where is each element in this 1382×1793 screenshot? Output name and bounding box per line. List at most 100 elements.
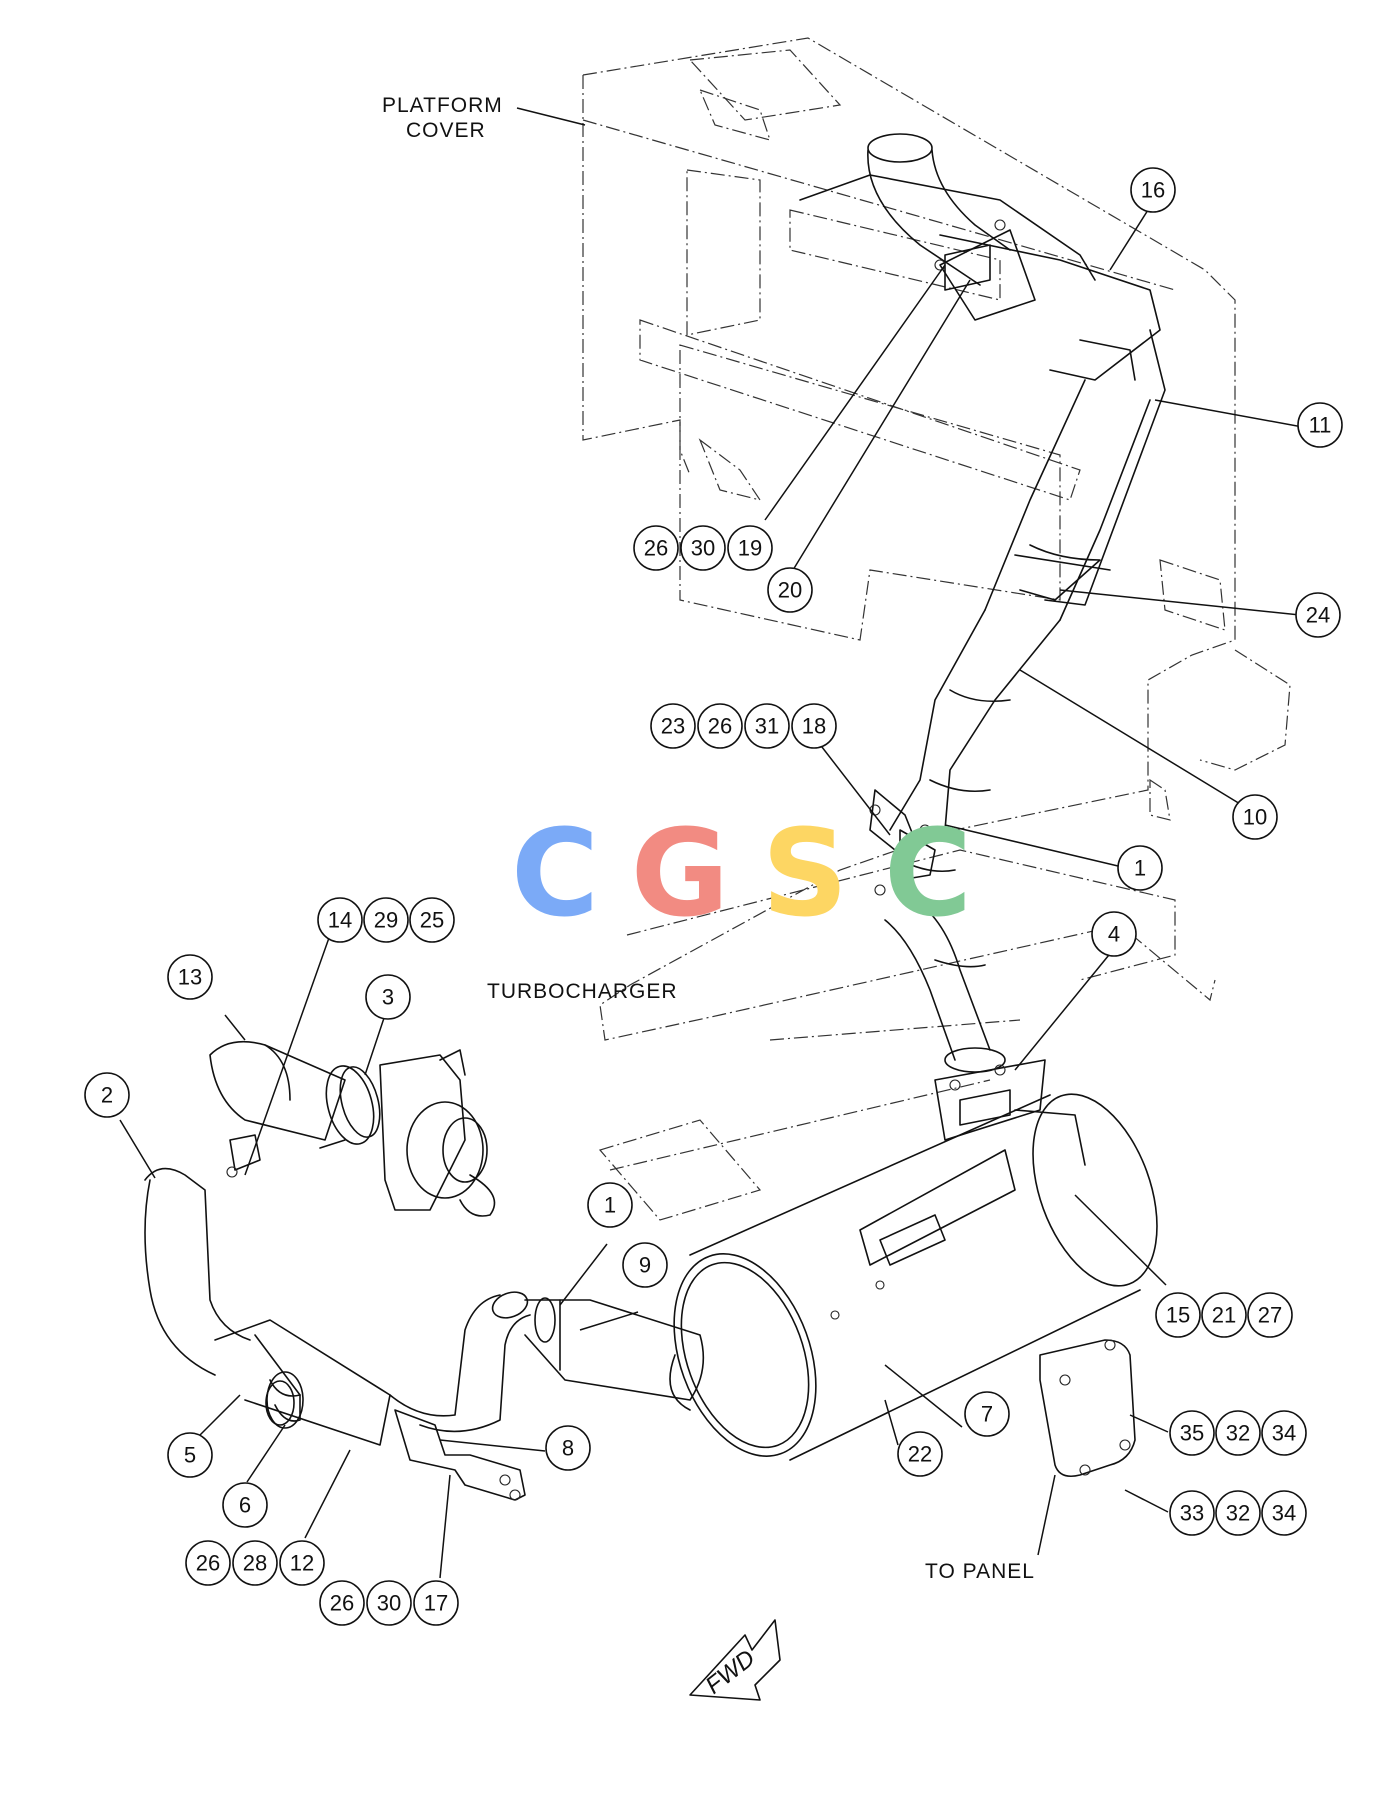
- fwd-label: FWD: [701, 1645, 761, 1700]
- callout-9: 9: [622, 1242, 668, 1288]
- svg-text:25: 25: [420, 908, 444, 933]
- callout-26-d: 26: [319, 1580, 365, 1626]
- to-panel-label: TO PANEL: [925, 1560, 1035, 1583]
- svg-text:24: 24: [1306, 603, 1330, 628]
- callout-11: 11: [1297, 402, 1343, 448]
- callout-33: 33: [1169, 1490, 1215, 1536]
- cgsc-watermark: C G S C: [511, 805, 972, 944]
- svg-text:6: 6: [239, 1493, 251, 1518]
- callout-23: 23: [650, 703, 696, 749]
- svg-text:19: 19: [738, 536, 762, 561]
- callout-26-c: 26: [185, 1540, 231, 1586]
- callout-8: 8: [545, 1425, 591, 1471]
- svg-text:11: 11: [1309, 413, 1332, 438]
- callout-6: 6: [222, 1482, 268, 1528]
- svg-text:26: 26: [708, 714, 732, 739]
- callouts: 16 11 26 30 19 20 24 23 26 31 18 10 1 4 …: [84, 167, 1343, 1626]
- leader-lines: [119, 107, 1309, 1579]
- callout-30-a: 30: [680, 525, 726, 571]
- svg-text:30: 30: [377, 1591, 401, 1616]
- callout-5: 5: [167, 1432, 213, 1478]
- svg-text:26: 26: [196, 1551, 220, 1576]
- svg-text:27: 27: [1258, 1303, 1282, 1328]
- callout-26-a: 26: [633, 525, 679, 571]
- svg-text:31: 31: [755, 714, 779, 739]
- svg-text:12: 12: [290, 1551, 314, 1576]
- callout-25: 25: [409, 897, 455, 943]
- callout-4: 4: [1091, 911, 1137, 957]
- watermark-letter-c1: C: [511, 805, 599, 944]
- turbocharger-label: TURBOCHARGER: [487, 980, 678, 1003]
- access-panel: [1039, 1339, 1136, 1478]
- svg-text:26: 26: [644, 536, 668, 561]
- callout-30-b: 30: [366, 1580, 412, 1626]
- svg-text:10: 10: [1243, 805, 1267, 830]
- svg-text:3: 3: [382, 985, 394, 1010]
- svg-text:30: 30: [691, 536, 715, 561]
- callout-7: 7: [964, 1391, 1010, 1437]
- svg-text:16: 16: [1141, 178, 1165, 203]
- callout-32-a: 32: [1215, 1410, 1261, 1456]
- svg-text:34: 34: [1272, 1421, 1296, 1446]
- svg-text:34: 34: [1272, 1501, 1296, 1526]
- callout-12: 12: [279, 1540, 325, 1586]
- svg-text:13: 13: [178, 965, 202, 990]
- callout-26-b: 26: [697, 703, 743, 749]
- svg-text:29: 29: [374, 908, 398, 933]
- callout-22: 22: [897, 1431, 943, 1477]
- callout-13: 13: [167, 954, 213, 1000]
- callout-29: 29: [363, 897, 409, 943]
- callout-19: 19: [727, 525, 773, 571]
- svg-text:21: 21: [1212, 1303, 1236, 1328]
- svg-text:8: 8: [562, 1436, 574, 1461]
- callout-24: 24: [1295, 592, 1341, 638]
- platform-cover: [582, 37, 1291, 1221]
- callout-35: 35: [1169, 1410, 1215, 1456]
- callout-20: 20: [767, 567, 813, 613]
- svg-text:35: 35: [1180, 1421, 1204, 1446]
- callout-14: 14: [317, 897, 363, 943]
- watermark-letter-s: S: [762, 805, 848, 944]
- svg-text:15: 15: [1166, 1303, 1190, 1328]
- callout-10: 10: [1232, 794, 1278, 840]
- watermark-letter-g: G: [631, 805, 730, 944]
- svg-text:18: 18: [802, 714, 826, 739]
- svg-text:32: 32: [1226, 1501, 1250, 1526]
- forward-arrow-icon: FWD: [689, 1619, 781, 1701]
- text-labels: PLATFORM COVER TURBOCHARGER TO PANEL: [382, 94, 1035, 1583]
- callout-28: 28: [232, 1540, 278, 1586]
- callout-3: 3: [365, 974, 411, 1020]
- callout-16: 16: [1130, 167, 1176, 213]
- svg-text:22: 22: [908, 1442, 932, 1467]
- callout-1-a: 1: [1117, 845, 1163, 891]
- svg-text:2: 2: [101, 1083, 113, 1108]
- upper-exhaust-pipe: [799, 133, 1166, 873]
- callout-17: 17: [413, 1580, 459, 1626]
- svg-text:32: 32: [1226, 1421, 1250, 1446]
- callout-2: 2: [84, 1072, 130, 1118]
- callout-21: 21: [1201, 1292, 1247, 1338]
- callout-34-b: 34: [1261, 1490, 1307, 1536]
- callout-31: 31: [744, 703, 790, 749]
- svg-text:1: 1: [604, 1193, 616, 1218]
- callout-34-a: 34: [1261, 1410, 1307, 1456]
- svg-text:33: 33: [1180, 1501, 1204, 1526]
- lower-pipe: [884, 899, 1006, 1073]
- svg-text:1: 1: [1134, 856, 1146, 881]
- svg-text:4: 4: [1108, 922, 1120, 947]
- platform-cover-label-line1: PLATFORM: [382, 94, 503, 117]
- callout-1-b: 1: [587, 1182, 633, 1228]
- svg-text:20: 20: [778, 578, 802, 603]
- watermark-letter-c2: C: [884, 805, 972, 944]
- left-pipework: [144, 1040, 705, 1501]
- svg-text:23: 23: [661, 714, 685, 739]
- svg-text:5: 5: [184, 1443, 196, 1468]
- callout-18: 18: [791, 703, 837, 749]
- svg-text:28: 28: [243, 1551, 267, 1576]
- callout-27: 27: [1247, 1292, 1293, 1338]
- callout-15: 15: [1155, 1292, 1201, 1338]
- svg-text:9: 9: [639, 1253, 651, 1278]
- svg-text:14: 14: [328, 908, 352, 933]
- muffler-assembly: [669, 1059, 1158, 1461]
